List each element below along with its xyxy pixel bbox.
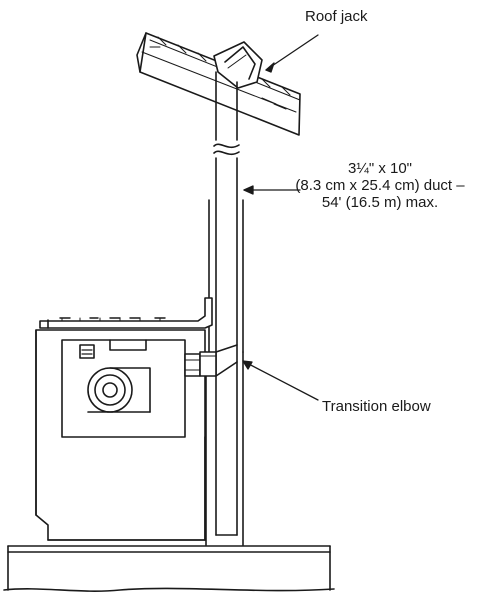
transition-elbow-label: Transition elbow [322,398,431,415]
transition-elbow-part [199,344,238,377]
duct-metric-label: (8.3 cm x 25.4 cm) duct – [295,177,465,194]
upper-duct [213,71,240,156]
duct-max-length-label: 54' (16.5 m) max. [321,194,439,211]
vertical-duct [215,157,238,536]
dryer [35,297,213,541]
floor [3,545,335,592]
roof [136,32,301,136]
wall [205,199,244,546]
duct-size-label: 3¼" x 10" [347,160,413,177]
roof-jack [213,41,263,89]
roof-jack-label: Roof jack [305,8,368,25]
leader-lines [242,34,319,401]
duct-label: 3¼" x 10" (8.3 cm x 25.4 cm) duct – 54' … [262,160,498,211]
